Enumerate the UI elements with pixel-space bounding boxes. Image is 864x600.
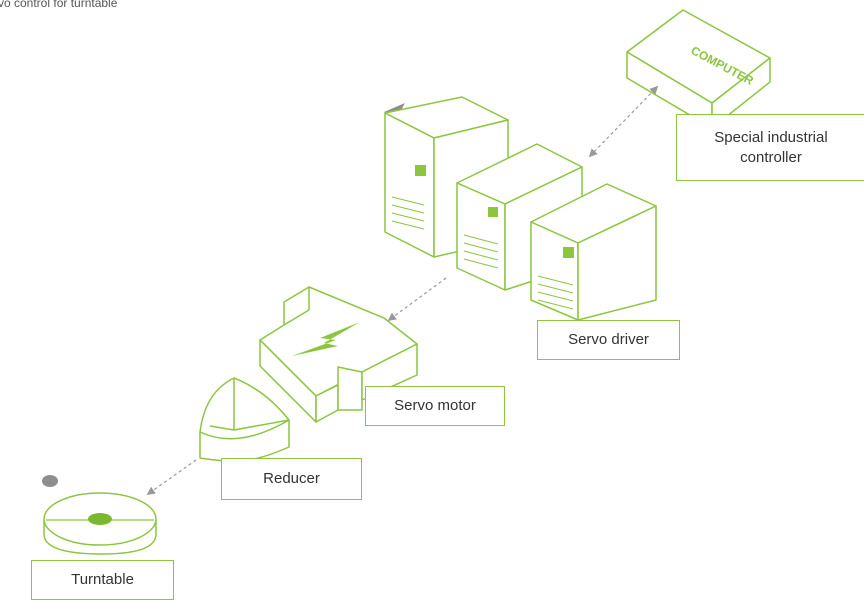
- connector-arrow-motor: [387, 277, 447, 321]
- turntable-label: Turntable: [31, 560, 174, 600]
- connector-arrow-turntable: [146, 459, 197, 495]
- diagram-caption: rvo control for turntable: [0, 0, 118, 10]
- connector-arrow-controller: [588, 85, 659, 158]
- server-tower-icon: [384, 96, 509, 258]
- circle-marker-icon: [42, 475, 58, 487]
- servo-motor-label: Servo motor: [365, 386, 505, 426]
- server-tower-icon: [530, 183, 657, 321]
- computer-icon: COMPUTER: [626, 9, 771, 129]
- servo-driver-label: Servo driver: [537, 320, 680, 360]
- reducer-label: Reducer: [221, 458, 362, 500]
- controller-label: Special industrial controller: [676, 114, 864, 181]
- turntable-icon: [43, 492, 157, 555]
- lightning-bolt-icon: [292, 322, 360, 356]
- reducer-icon: [199, 377, 290, 463]
